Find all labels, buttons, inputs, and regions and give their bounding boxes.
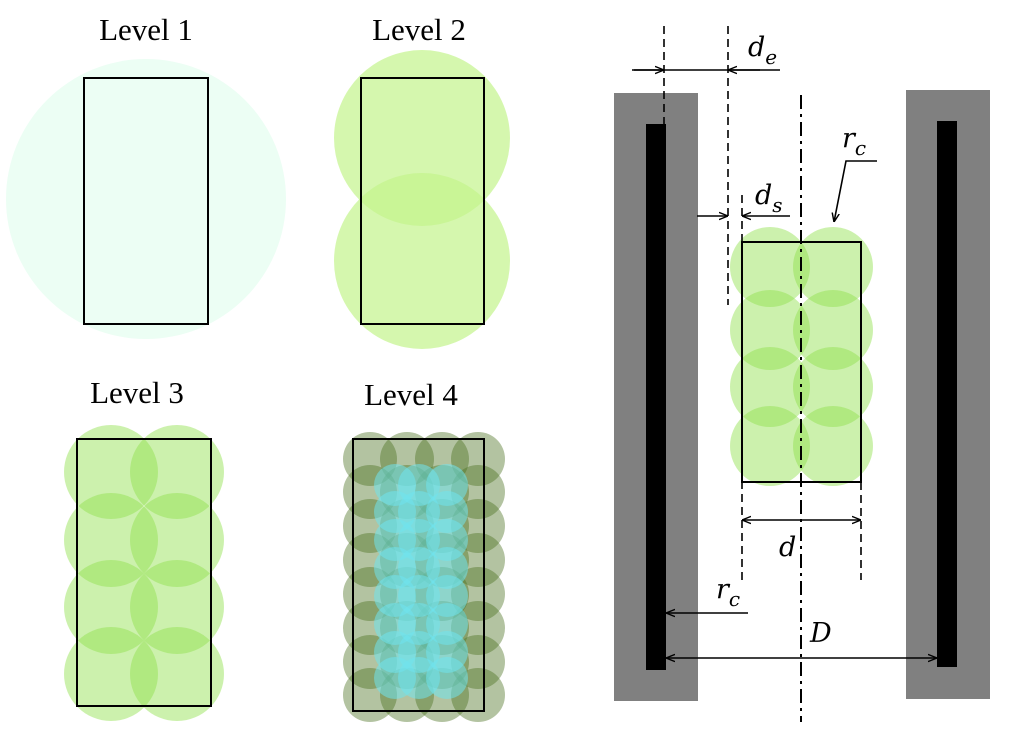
level-1-title: Level 1: [99, 12, 193, 47]
specimen-circle-3-1: [793, 406, 873, 486]
rc-top-label: rc: [842, 123, 866, 160]
level-2-circle-bottom: [334, 173, 510, 349]
level-4-rect: [352, 438, 485, 712]
ds-label: ds: [755, 180, 783, 217]
right-electrode: [937, 121, 957, 667]
level-3-circle-3-0: [64, 627, 158, 721]
level-3-circle-3-1: [130, 627, 224, 721]
specimen-circle-0-1: [793, 227, 873, 307]
level-4-inner-circle-7-2: [426, 657, 468, 699]
level-3-rect: [76, 438, 212, 707]
level-4-panel: Level 4: [343, 377, 505, 722]
level-2-circles: [334, 50, 510, 349]
level-2-title: Level 2: [372, 12, 466, 47]
specimen-circle-2-1: [793, 347, 873, 427]
specimen-circles: [730, 227, 873, 486]
level-2-panel: Level 2: [334, 12, 510, 349]
specimen-circle-3-0: [730, 406, 810, 486]
apparatus: de ds rc d rc D: [614, 26, 990, 722]
specimen-circle-2-0: [730, 347, 810, 427]
level-3-circle-0-0: [64, 425, 158, 519]
level-4-outer-circle-0-3: [451, 432, 505, 486]
left-electrode: [646, 124, 666, 670]
level-3-panel: Level 3: [64, 375, 224, 721]
d-label: d: [779, 532, 796, 563]
level-3-circle-0-1: [130, 425, 224, 519]
level-1-circle: [6, 59, 286, 339]
level-3-title: Level 3: [90, 375, 184, 410]
rc-bottom-label: rc: [716, 574, 740, 611]
specimen-circle-0-0: [730, 227, 810, 307]
level-2-circle-top: [334, 50, 510, 226]
de-label: de: [748, 32, 777, 69]
level-2-rect: [360, 77, 485, 325]
level-3-circles: [64, 425, 224, 721]
level-1-rect: [83, 77, 209, 325]
level-3-circle-2-1: [130, 560, 224, 654]
specimen-circle-1-1: [793, 290, 873, 370]
level-3-circle-2-0: [64, 560, 158, 654]
specimen-circle-1-0: [730, 290, 810, 370]
rc-top-leader: [834, 160, 877, 222]
level-4-inner-circles: [374, 464, 468, 699]
level-3-circle-1-0: [64, 493, 158, 587]
level-3-circle-1-1: [130, 493, 224, 587]
level-4-title: Level 4: [364, 377, 458, 412]
D-label: D: [809, 618, 832, 649]
level-1-panel: Level 1: [6, 12, 286, 339]
